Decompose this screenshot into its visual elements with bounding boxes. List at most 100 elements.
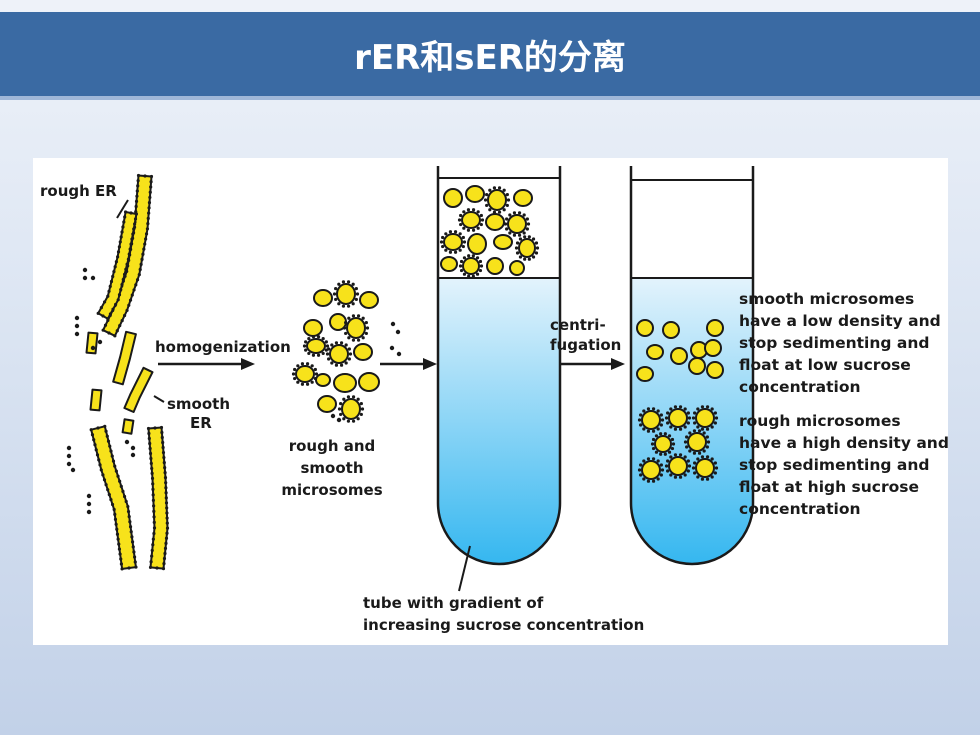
ribosome bbox=[101, 328, 105, 332]
smooth-er-label-line1: smooth bbox=[167, 395, 230, 413]
ribosome bbox=[121, 225, 125, 229]
ribosome-dot bbox=[86, 501, 92, 507]
smooth-microsome-band bbox=[636, 319, 724, 382]
ribosome bbox=[141, 252, 145, 256]
rough-microsome bbox=[650, 432, 676, 456]
ribosome bbox=[129, 211, 133, 215]
smooth-desc-line: float at low sucrose bbox=[739, 356, 911, 374]
title-bar: rER和sER的分离 bbox=[0, 12, 980, 100]
microsomes-label-line1: rough and bbox=[289, 437, 376, 455]
smooth-microsome bbox=[313, 289, 333, 307]
ribosome bbox=[135, 189, 139, 193]
ribosome bbox=[129, 242, 133, 246]
ribosome bbox=[107, 493, 111, 497]
ribosome bbox=[119, 557, 123, 561]
rough-er-pointer bbox=[116, 199, 129, 219]
ribosome bbox=[162, 455, 166, 460]
ribosome-dot bbox=[82, 267, 88, 273]
rough-microsome bbox=[664, 453, 692, 479]
ribosome bbox=[120, 282, 124, 287]
ribosome bbox=[163, 546, 168, 550]
rough-microsome bbox=[302, 335, 330, 357]
ribosome-dot bbox=[74, 331, 80, 337]
ribosome bbox=[127, 252, 131, 256]
ribosome bbox=[148, 190, 152, 194]
smooth-microsome bbox=[465, 185, 485, 203]
rough-desc-line: rough microsomes bbox=[739, 412, 901, 430]
ribosome bbox=[164, 541, 168, 545]
ribosome bbox=[162, 561, 166, 566]
rough-desc-line: stop sedimenting and bbox=[739, 456, 929, 474]
ribosome bbox=[163, 470, 167, 475]
ribosome bbox=[133, 560, 137, 564]
ribosome bbox=[103, 323, 108, 327]
smooth-microsome bbox=[333, 373, 357, 393]
ribosome bbox=[160, 435, 164, 440]
smooth-desc-line: stop sedimenting and bbox=[739, 334, 929, 352]
rough-microsome bbox=[483, 186, 511, 214]
smooth-microsome bbox=[636, 319, 654, 337]
ribosome bbox=[132, 227, 136, 231]
ribosome bbox=[136, 184, 140, 188]
ribosome bbox=[128, 525, 133, 529]
smooth-microsome bbox=[303, 319, 323, 337]
ribosome bbox=[149, 180, 153, 184]
rough-microsome bbox=[664, 405, 692, 431]
ribosome bbox=[147, 211, 151, 215]
ribosome bbox=[149, 461, 153, 466]
smooth-microsomes-description: smooth microsomes have a low density and… bbox=[739, 290, 941, 396]
ribosome bbox=[160, 430, 164, 435]
ribosome bbox=[133, 217, 138, 221]
ribosome bbox=[109, 449, 113, 453]
rough-microsome bbox=[439, 230, 467, 254]
smooth-microsome bbox=[704, 339, 722, 357]
ribosome bbox=[104, 429, 108, 433]
ribosome bbox=[99, 468, 103, 472]
ribosome bbox=[93, 443, 97, 447]
ribosome bbox=[165, 531, 169, 535]
ribosome bbox=[148, 446, 152, 451]
ribosome bbox=[149, 185, 153, 189]
ribosome bbox=[134, 565, 138, 569]
ribosome bbox=[132, 288, 136, 292]
smooth-microsome bbox=[706, 361, 724, 379]
ribosome bbox=[116, 474, 120, 478]
ribosome-dot bbox=[82, 275, 88, 281]
ribosome bbox=[122, 494, 127, 499]
ribosome bbox=[134, 199, 139, 203]
ribosome bbox=[124, 267, 128, 271]
ribosome bbox=[96, 426, 100, 430]
ribosome bbox=[133, 222, 137, 226]
ribosome bbox=[165, 521, 169, 525]
ribosome bbox=[143, 242, 147, 246]
rough-microsome bbox=[332, 280, 360, 308]
ribosome bbox=[150, 548, 154, 553]
rough-microsome bbox=[458, 254, 484, 278]
ribosome bbox=[164, 496, 168, 500]
smooth-microsome bbox=[486, 257, 504, 275]
ribosome bbox=[164, 491, 168, 495]
ribosome bbox=[129, 530, 133, 534]
ribosome bbox=[119, 484, 123, 488]
smooth-microsome bbox=[317, 395, 337, 413]
centrifugation-label-line2: fugation bbox=[550, 336, 621, 354]
ribosome bbox=[90, 433, 95, 437]
ribosome bbox=[106, 488, 110, 492]
ribosome bbox=[142, 247, 146, 251]
smooth-microsome bbox=[359, 291, 379, 309]
ribosome bbox=[134, 212, 139, 216]
ribosome-dot bbox=[336, 417, 342, 423]
ribosome bbox=[152, 504, 156, 508]
smooth-microsome bbox=[358, 372, 380, 392]
ribosome bbox=[146, 221, 150, 226]
ribosome bbox=[118, 324, 122, 328]
ribosome bbox=[128, 520, 132, 524]
ribosome bbox=[101, 473, 105, 477]
ribosome bbox=[151, 537, 155, 541]
smooth-microsome bbox=[440, 256, 458, 272]
ribosome bbox=[108, 312, 113, 316]
ribosome bbox=[99, 306, 103, 310]
ribosome bbox=[144, 232, 149, 236]
ribosome bbox=[125, 308, 129, 313]
ribosome bbox=[162, 460, 166, 465]
